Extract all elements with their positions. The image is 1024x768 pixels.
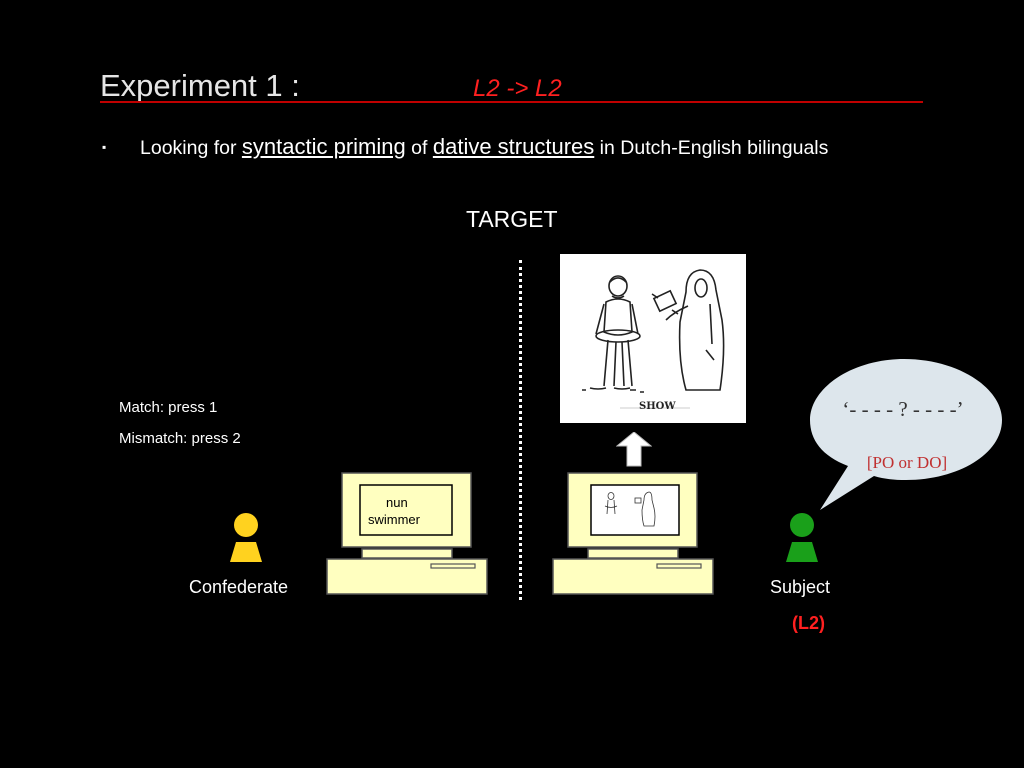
bullet-text-mid: of bbox=[405, 137, 433, 159]
match-instruction: Match: press 1 bbox=[119, 399, 218, 416]
subject-person-icon bbox=[786, 513, 818, 562]
slide-title-subtitle: L2 -> L2 bbox=[473, 75, 562, 102]
subject-computer-icon bbox=[552, 472, 714, 595]
subject-label: Subject bbox=[770, 577, 831, 597]
bullet-text-pre: Looking for bbox=[140, 137, 242, 159]
bubble-options: [PO or DO] bbox=[866, 453, 948, 472]
target-picture bbox=[560, 254, 746, 423]
show-illustration bbox=[582, 269, 725, 409]
subject-language-label: (L2) bbox=[792, 613, 825, 633]
confederate-computer-icon bbox=[326, 472, 488, 595]
bullet-text: Looking for syntactic priming of dative … bbox=[140, 134, 828, 160]
dotted-divider bbox=[519, 260, 522, 600]
dative-structures-link[interactable]: dative structures bbox=[432, 134, 595, 159]
up-arrow-icon bbox=[616, 432, 652, 467]
bullet-text-post: in Dutch-English bilinguals bbox=[594, 137, 829, 159]
bubble-question: ‘- - - - ? - - - -’ bbox=[842, 397, 964, 421]
mismatch-instruction: Mismatch: press 2 bbox=[119, 430, 241, 447]
slide-title: Experiment 1 : bbox=[100, 68, 300, 103]
confederate-monitor-word2: swimmer bbox=[368, 512, 420, 527]
target-label: TARGET bbox=[466, 206, 558, 232]
confederate-person-icon bbox=[230, 513, 262, 562]
title-underline bbox=[100, 101, 923, 103]
picture-caption: SHOW bbox=[639, 401, 676, 412]
speech-bubble-icon bbox=[810, 359, 1002, 510]
syntactic-priming-link[interactable]: syntactic priming bbox=[241, 134, 406, 159]
bullet-marker: ▪ bbox=[102, 140, 107, 154]
confederate-monitor-word1: nun bbox=[386, 495, 408, 510]
confederate-label: Confederate bbox=[189, 577, 289, 597]
